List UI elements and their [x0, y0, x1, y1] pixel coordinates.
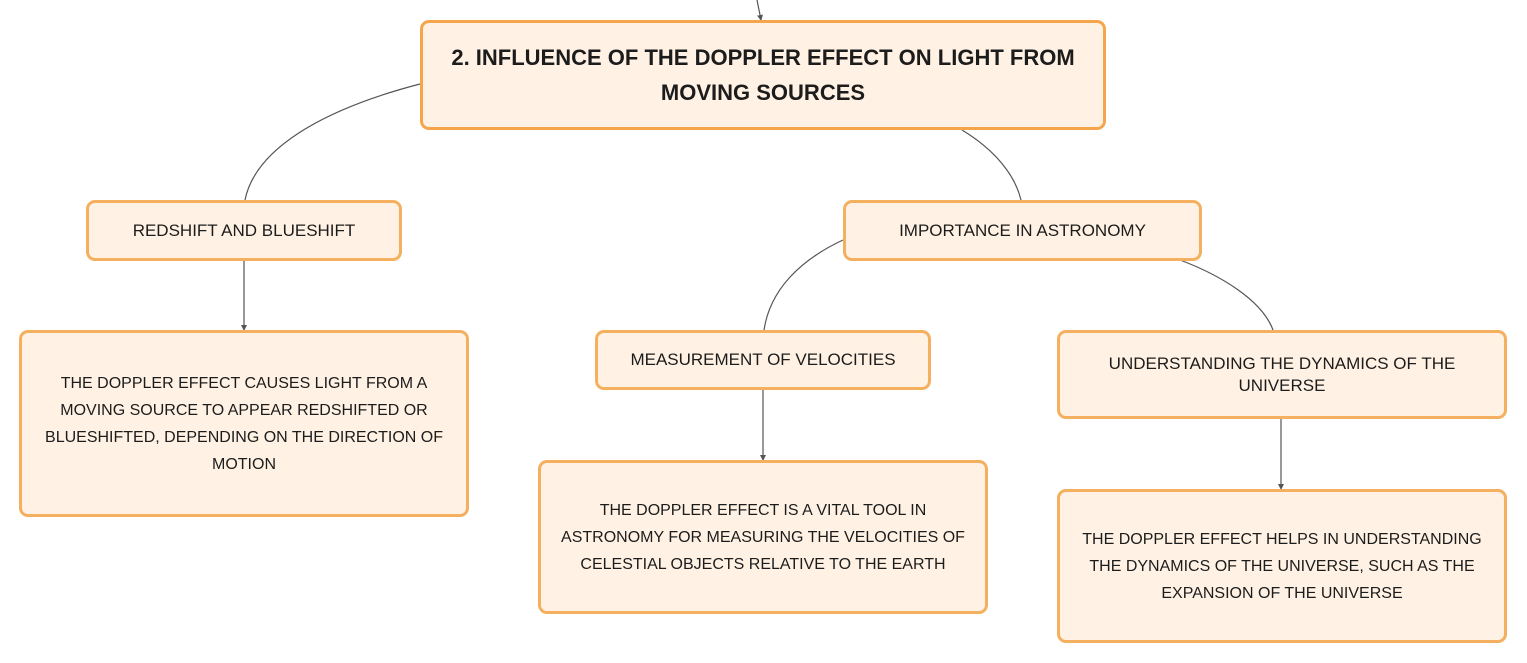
- detail-node-redshift-blueshift[interactable]: THE DOPPLER EFFECT CAUSES LIGHT FROM A M…: [19, 330, 469, 517]
- topic-node-redshift-blueshift[interactable]: REDSHIFT AND BLUESHIFT: [86, 200, 402, 261]
- detail-text-measurement-velocities: THE DOPPLER EFFECT IS A VITAL TOOL IN AS…: [561, 501, 965, 573]
- detail-node-measurement-velocities[interactable]: THE DOPPLER EFFECT IS A VITAL TOOL IN AS…: [538, 460, 988, 614]
- root-topic-label: 2. INFLUENCE OF THE DOPPLER EFFECT ON LI…: [451, 45, 1075, 105]
- detail-node-dynamics-universe[interactable]: THE DOPPLER EFFECT HELPS IN UNDERSTANDIN…: [1057, 489, 1507, 643]
- topic-node-dynamics-universe[interactable]: UNDERSTANDING THE DYNAMICS OF THE UNIVER…: [1057, 330, 1507, 419]
- topic-label-importance-astronomy: IMPORTANCE IN ASTRONOMY: [899, 220, 1146, 240]
- connector-root-to-redshift: [244, 83, 421, 201]
- topic-label-dynamics-universe: UNDERSTANDING THE DYNAMICS OF THE UNIVER…: [1108, 353, 1456, 395]
- detail-text-dynamics-universe: THE DOPPLER EFFECT HELPS IN UNDERSTANDIN…: [1082, 530, 1482, 602]
- connector-root-to-astronomy: [961, 129, 1022, 201]
- topic-label-measurement-velocities: MEASUREMENT OF VELOCITIES: [630, 350, 896, 369]
- root-topic-node[interactable]: 2. INFLUENCE OF THE DOPPLER EFFECT ON LI…: [420, 20, 1106, 130]
- topic-node-measurement-velocities[interactable]: MEASUREMENT OF VELOCITIES: [595, 330, 931, 390]
- topic-label-redshift-blueshift: REDSHIFT AND BLUESHIFT: [132, 220, 356, 240]
- connector-astronomy-to-dynamics: [1179, 259, 1274, 331]
- detail-text-redshift-blueshift: THE DOPPLER EFFECT CAUSES LIGHT FROM A M…: [45, 374, 443, 473]
- connector-astronomy-to-velocities: [763, 239, 844, 331]
- topic-node-importance-astronomy[interactable]: IMPORTANCE IN ASTRONOMY: [843, 200, 1202, 261]
- connector-incoming-root: [756, 0, 763, 21]
